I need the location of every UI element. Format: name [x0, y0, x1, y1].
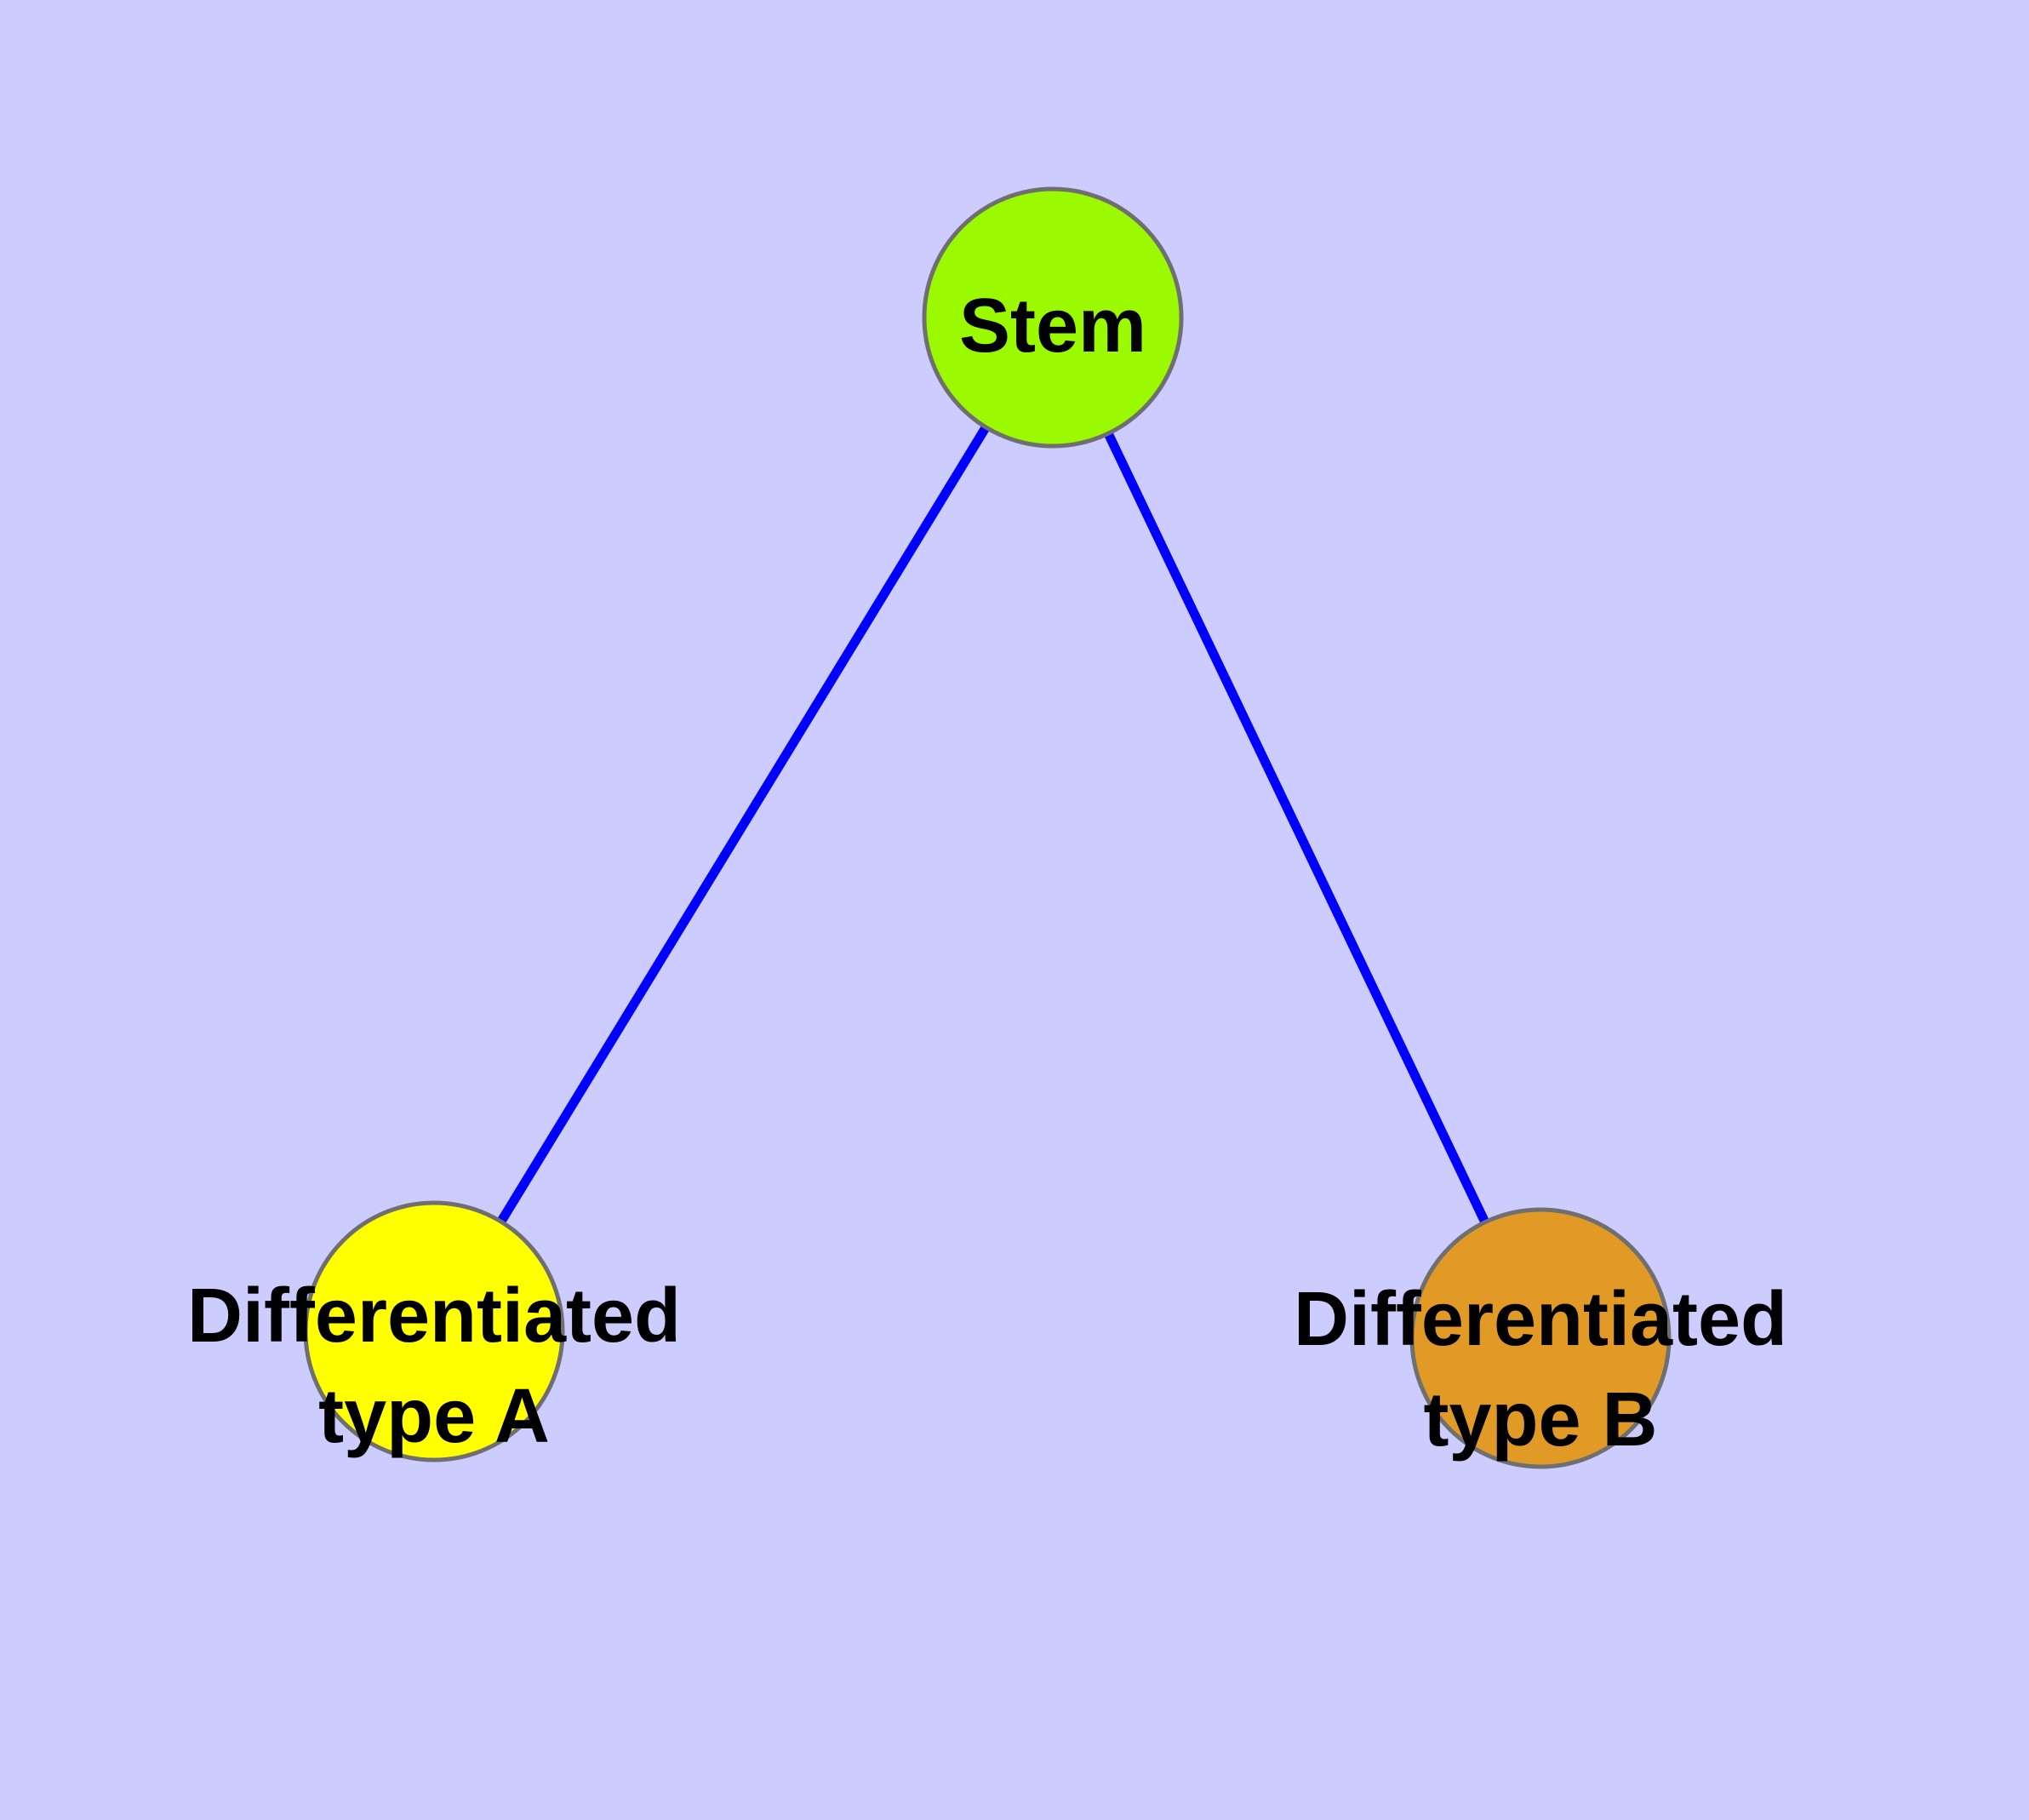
node-type-b-label-line1: Differentiated — [1294, 1277, 1787, 1362]
node-stem-label: Stem — [959, 283, 1146, 369]
node-differentiated-type-b — [1409, 1207, 1672, 1469]
node-type-a-label-line2: type A — [318, 1374, 550, 1459]
node-type-b-label-line2: type B — [1423, 1377, 1657, 1462]
edge-stem-to-type-b — [1049, 315, 1545, 1341]
node-stem — [922, 186, 1184, 449]
edge-stem-to-type-a — [430, 315, 1057, 1334]
node-differentiated-type-a — [303, 1200, 565, 1462]
node-type-a-label-line1: Differentiated — [187, 1273, 681, 1359]
